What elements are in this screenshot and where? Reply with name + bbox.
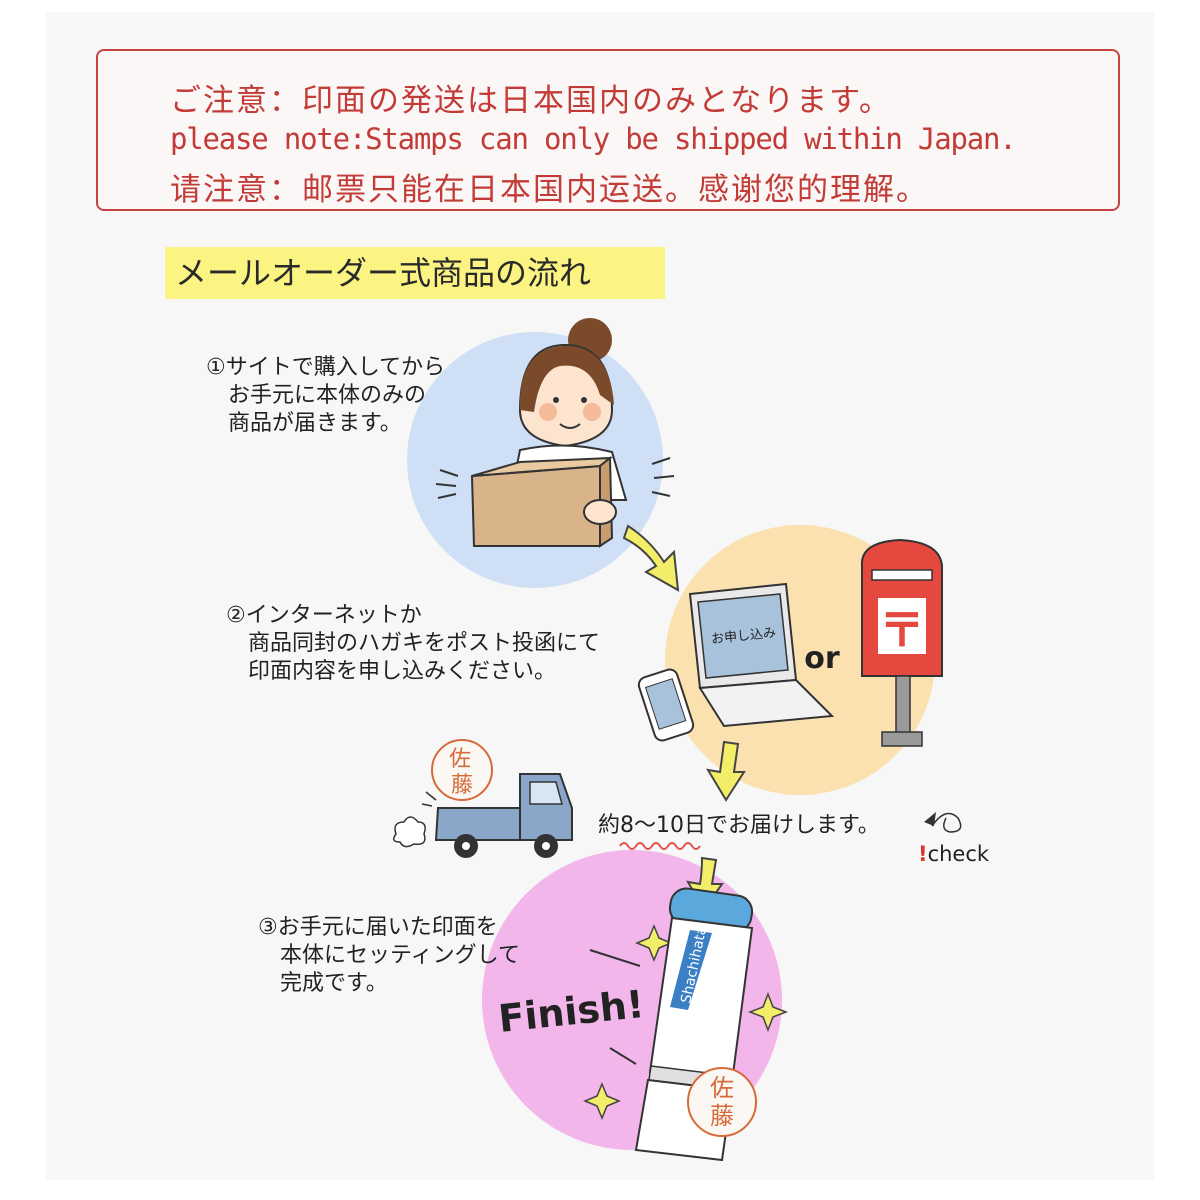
sparkle-icon	[635, 924, 673, 962]
stamp-face-char-1: 佐	[710, 1074, 734, 1102]
notice-japanese: ご注意：印面の発送は日本国内のみとなります。	[170, 83, 892, 119]
sparkle-icon	[747, 991, 789, 1033]
step2-line: 印面内容を申し込みください。	[226, 659, 557, 684]
wavy-underline	[619, 842, 701, 850]
exclamation-mark: !	[918, 842, 928, 866]
pen-tip-icon	[924, 812, 936, 826]
shipping-notice-box: ご注意：印面の発送は日本国内のみとなります。 please note:Stamp…	[96, 49, 1120, 211]
laptop-screen-text: お申し込み	[711, 626, 777, 648]
step1-line: お手元に本体のみの	[206, 383, 427, 408]
stamp-face-char-2: 藤	[710, 1102, 734, 1130]
check-note: !check	[918, 842, 989, 866]
or-text: or	[804, 641, 840, 676]
delivery-truck: 佐 藤	[393, 739, 573, 858]
smartphone-icon	[637, 668, 695, 742]
postbox-illustration: 〒	[860, 538, 943, 747]
sparkle-icon	[583, 1082, 621, 1120]
step1-text: ①サイトで購入してから お手元に本体のみの 商品が届きます。	[206, 354, 445, 438]
step3-line: 完成です。	[258, 971, 388, 996]
flow-heading: メールオーダー式商品の流れ	[165, 247, 665, 299]
postal-mark: 〒	[879, 603, 925, 657]
motion-line	[609, 1047, 637, 1065]
truck-stamp-char-1: 佐	[449, 747, 471, 772]
shachihata-stamp: Shachihata 佐 藤	[634, 887, 757, 1162]
notice-chinese: 请注意：邮票只能在日本国内运送。感谢您的理解。	[170, 172, 929, 208]
check-word: check	[927, 842, 990, 866]
truck-stamp-char-2: 藤	[451, 773, 473, 798]
laptop-illustration: お申し込み	[688, 582, 835, 728]
cardboard-box	[435, 455, 675, 548]
step2-line: ②インターネットか	[226, 603, 422, 628]
step3-line: ③お手元に届いた印面を	[258, 915, 498, 940]
motion-line	[589, 949, 641, 967]
notice-english: please note:Stamps can only be shipped w…	[170, 122, 1017, 156]
step3-line: 本体にセッティングして	[258, 943, 521, 968]
delivery-time-text: 約8〜10日でお届けします。	[598, 813, 880, 838]
step1-line: 商品が届きます。	[206, 411, 402, 436]
arrow-step1-to-2	[622, 524, 680, 592]
step1-line: ①サイトで購入してから	[206, 355, 446, 380]
step3-text: ③お手元に届いた印面を 本体にセッティングして 完成です。	[258, 914, 520, 998]
step2-text: ②インターネットか 商品同封のハガキをポスト投函にて 印面内容を申し込みください…	[226, 602, 600, 686]
arrow-step2-to-delivery	[706, 740, 746, 802]
swirl-mark	[931, 812, 962, 833]
step2-line: 商品同封のハガキをポスト投函にて	[226, 631, 601, 656]
